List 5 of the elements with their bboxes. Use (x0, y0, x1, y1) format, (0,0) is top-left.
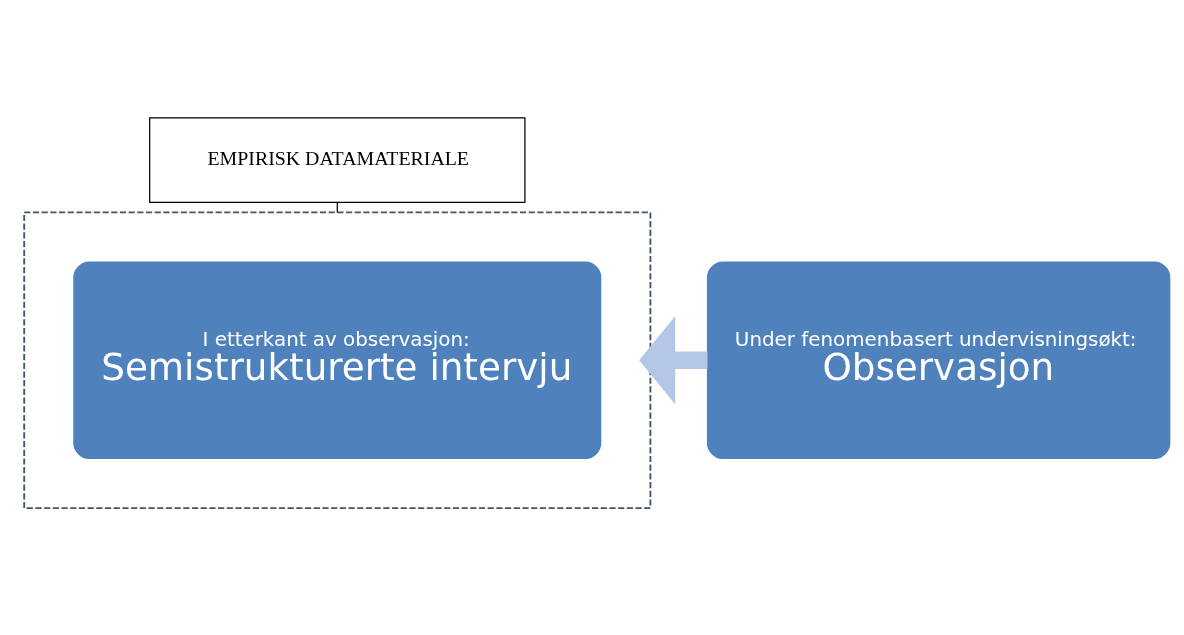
arrow (639, 315, 708, 404)
node-box: EMPIRISK DATAMATERIALE (149, 116, 526, 203)
node-box: I etterkant av observasjon: Semistrukturerte intervju (73, 260, 602, 459)
node-box: Under fenomenbasert undervisningsøkt: Observasjon (706, 260, 1171, 459)
cluster (23, 210, 652, 509)
